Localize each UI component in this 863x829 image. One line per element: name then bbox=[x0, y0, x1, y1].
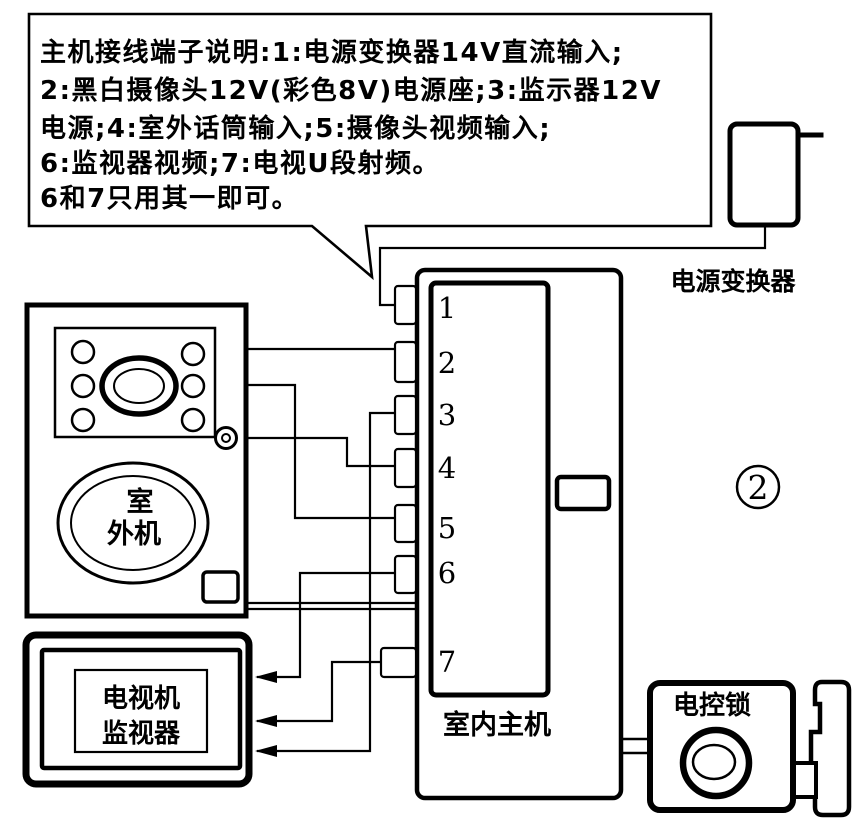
outdoor-unit: 室 外机 bbox=[24, 302, 249, 619]
panel-hole-icon bbox=[180, 341, 206, 367]
microphone-inner-icon bbox=[221, 433, 231, 443]
indoor-main-unit: 1 2 3 4 5 6 7 室内主机 bbox=[379, 267, 624, 801]
panel-hole-icon bbox=[70, 373, 96, 399]
lock-cylinder-inner-icon bbox=[691, 743, 737, 781]
callout-text-line: 6:监视器视频;7:电视U段射频。 bbox=[40, 148, 440, 179]
terminal-number: 4 bbox=[438, 451, 456, 485]
panel-hole-icon bbox=[70, 407, 96, 433]
wire-terminal-3-to-tv bbox=[256, 411, 399, 753]
tv-label-box bbox=[73, 668, 209, 754]
camera-lens-inner-icon bbox=[113, 368, 165, 404]
indoor-unit-side-button bbox=[554, 474, 612, 512]
callout-text-line: 2:黑白摄像头12V(彩色8V)电源座;3:监示器12V bbox=[40, 75, 662, 106]
terminal-tab-4 bbox=[393, 447, 418, 489]
wire-converter-to-terminal-1 bbox=[378, 225, 767, 307]
outdoor-unit-label: 外机 bbox=[107, 519, 161, 550]
terminal-tab-3 bbox=[393, 394, 418, 436]
wire-outdoor-to-terminal-5 bbox=[213, 383, 399, 520]
terminal-number: 3 bbox=[438, 398, 456, 432]
terminal-strip bbox=[428, 280, 551, 698]
terminal-number: 1 bbox=[438, 291, 456, 325]
wire-microphone-to-terminal-4 bbox=[233, 436, 399, 468]
terminal-number: 7 bbox=[438, 645, 456, 679]
electric-lock-assembly: 电控锁 bbox=[647, 679, 852, 818]
arrow-into-tv-icon bbox=[255, 745, 277, 757]
arrow-into-tv-icon bbox=[255, 671, 277, 683]
panel-hole-icon bbox=[180, 407, 206, 433]
terminal-tab-5 bbox=[393, 503, 418, 544]
terminal-number: 6 bbox=[438, 556, 456, 590]
panel-hole-icon bbox=[180, 373, 206, 399]
speaker-inner-icon bbox=[70, 475, 196, 571]
power-converter: 电源变换器 bbox=[670, 121, 824, 296]
panel-hole-icon bbox=[70, 339, 96, 365]
terminal-number: 5 bbox=[438, 511, 456, 545]
power-converter-box bbox=[727, 121, 801, 228]
callout-text-line: 6和7只用其一即可。 bbox=[40, 184, 299, 214]
arrow-into-tv-icon bbox=[255, 715, 277, 727]
figure-number-text: 2 bbox=[748, 468, 769, 507]
callout-bubble bbox=[27, 12, 713, 281]
terminal-number: 2 bbox=[438, 346, 456, 380]
electric-lock-label: 电控锁 bbox=[673, 690, 751, 721]
indoor-unit-label: 室内主机 bbox=[443, 709, 551, 741]
callout-text-line: 电源;4:室外话筒输入;5:摄像头视频输入; bbox=[40, 113, 551, 144]
figure-number-badge: 2 bbox=[735, 464, 781, 510]
terminal-tab-6 bbox=[393, 554, 418, 595]
outdoor-unit-label: 室 bbox=[127, 486, 154, 518]
wire-terminal-7-to-tv bbox=[256, 660, 384, 723]
wires bbox=[213, 225, 767, 757]
power-converter-label: 电源变换器 bbox=[670, 267, 796, 296]
figure-number-circle-icon bbox=[735, 464, 781, 510]
tv-label: 电视机 bbox=[102, 684, 180, 714]
outdoor-bottom-module bbox=[201, 570, 240, 604]
tv-label: 监视器 bbox=[102, 719, 181, 749]
terminal-tab-7 bbox=[379, 646, 418, 679]
wire-terminal-6-to-tv bbox=[256, 571, 399, 679]
terminal-tab-2 bbox=[393, 340, 418, 384]
tv-monitor: 电视机 监视器 bbox=[22, 631, 253, 788]
terminal-tab-1 bbox=[393, 284, 418, 326]
callout-text-line: 主机接线端子说明:1:电源变换器14V直流输入; bbox=[40, 37, 624, 68]
terminal-explanation-callout: 主机接线端子说明:1:电源变换器14V直流输入; 2:黑白摄像头12V(彩色8V… bbox=[27, 12, 713, 281]
strike-plate bbox=[808, 679, 852, 818]
